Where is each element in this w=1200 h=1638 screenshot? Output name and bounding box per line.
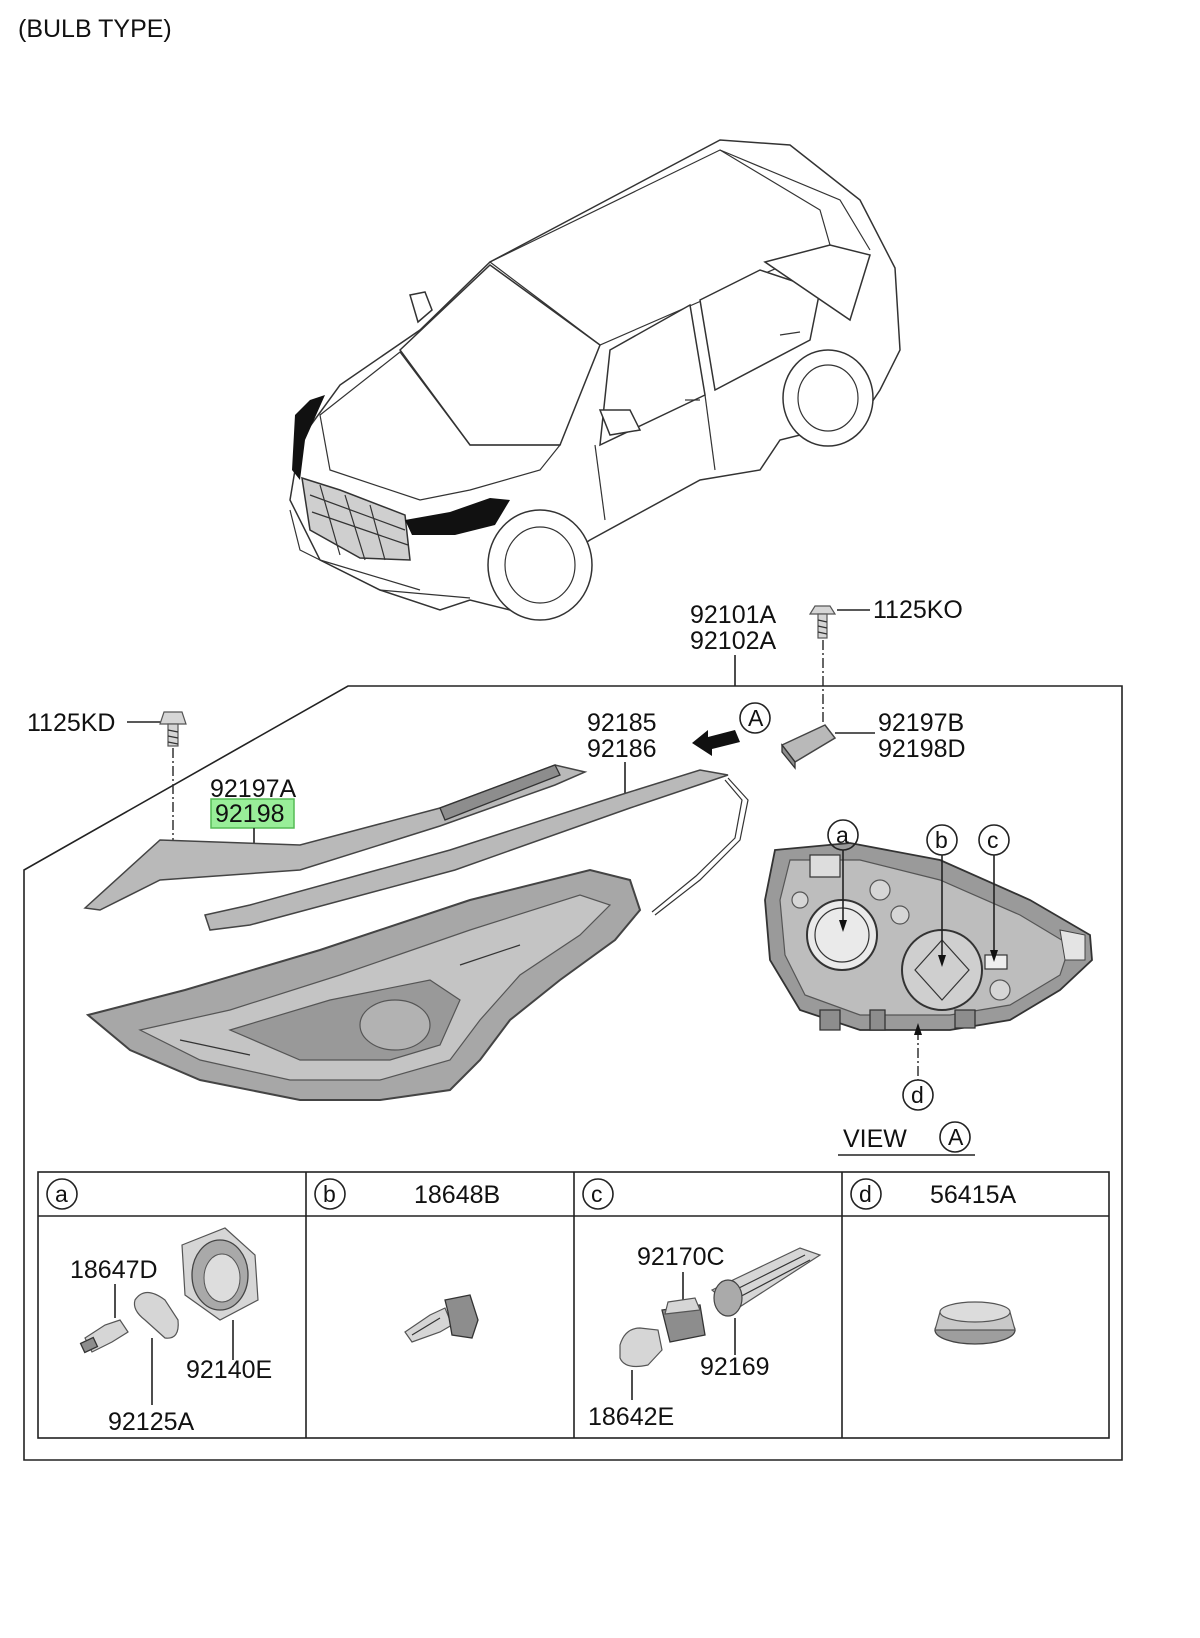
label-92140E: 92140E <box>186 1356 272 1384</box>
parts-table <box>37 1171 1110 1439</box>
label-92197B: 92197B <box>878 709 964 737</box>
label-92102A: 92102A <box>690 627 777 655</box>
diagram-title: (BULB TYPE) <box>18 15 172 43</box>
label-18647D: 18647D <box>70 1256 158 1284</box>
arrow-a-marker: A <box>748 705 764 731</box>
table-cell-b-part: 18648B <box>414 1181 500 1209</box>
label-18642E: 18642E <box>588 1403 674 1431</box>
trim-strip-part <box>204 769 749 931</box>
callout-b: b <box>935 827 948 853</box>
table-cell-b-letter: b <box>323 1181 336 1207</box>
garnish-upper-part <box>83 764 588 911</box>
headlamp-assembly-part <box>85 868 642 1101</box>
seal-92169-icon <box>710 1247 822 1317</box>
table-cell-a-letter: a <box>55 1181 68 1207</box>
view-arrow-icon <box>692 730 740 756</box>
table-cell-c-letter: c <box>591 1181 603 1207</box>
label-92185: 92185 <box>587 709 657 737</box>
bulb-18647D-icon <box>79 1319 129 1354</box>
cap-92125A-icon <box>133 1291 179 1339</box>
bracket-92197B-icon <box>780 724 837 770</box>
label-92170C: 92170C <box>637 1243 725 1271</box>
label-92186: 92186 <box>587 735 657 763</box>
rear-view-housing-part <box>764 842 1093 1031</box>
cap-56415A-icon <box>934 1301 1016 1345</box>
table-cell-d-letter: d <box>859 1181 872 1207</box>
view-label: VIEW <box>843 1125 907 1153</box>
socket-92170C-icon <box>661 1297 706 1343</box>
highlight-92198 <box>210 798 295 829</box>
label-1125KD: 1125KD <box>27 709 116 737</box>
screw-1125KD-icon <box>159 711 187 747</box>
vehicle-illustration <box>289 139 901 621</box>
callout-a: a <box>836 822 849 848</box>
label-92101A: 92101A <box>690 601 777 629</box>
callout-d: d <box>911 1082 924 1108</box>
assembly-frame <box>23 685 1123 1461</box>
label-92198D: 92198D <box>878 735 966 763</box>
table-cell-d-part: 56415A <box>930 1181 1017 1209</box>
callout-c: c <box>987 827 999 853</box>
screw-1125KO-icon <box>808 605 837 639</box>
label-1125KO: 1125KO <box>873 596 963 624</box>
label-92125A: 92125A <box>108 1408 195 1436</box>
bulb-18648B-icon <box>404 1294 479 1343</box>
bulb-18642E-icon <box>619 1327 663 1368</box>
label-92169: 92169 <box>700 1353 770 1381</box>
socket-92140E-icon <box>181 1227 259 1321</box>
view-a-marker: A <box>948 1124 964 1150</box>
label-92198[interactable]: 92198 <box>215 800 285 828</box>
